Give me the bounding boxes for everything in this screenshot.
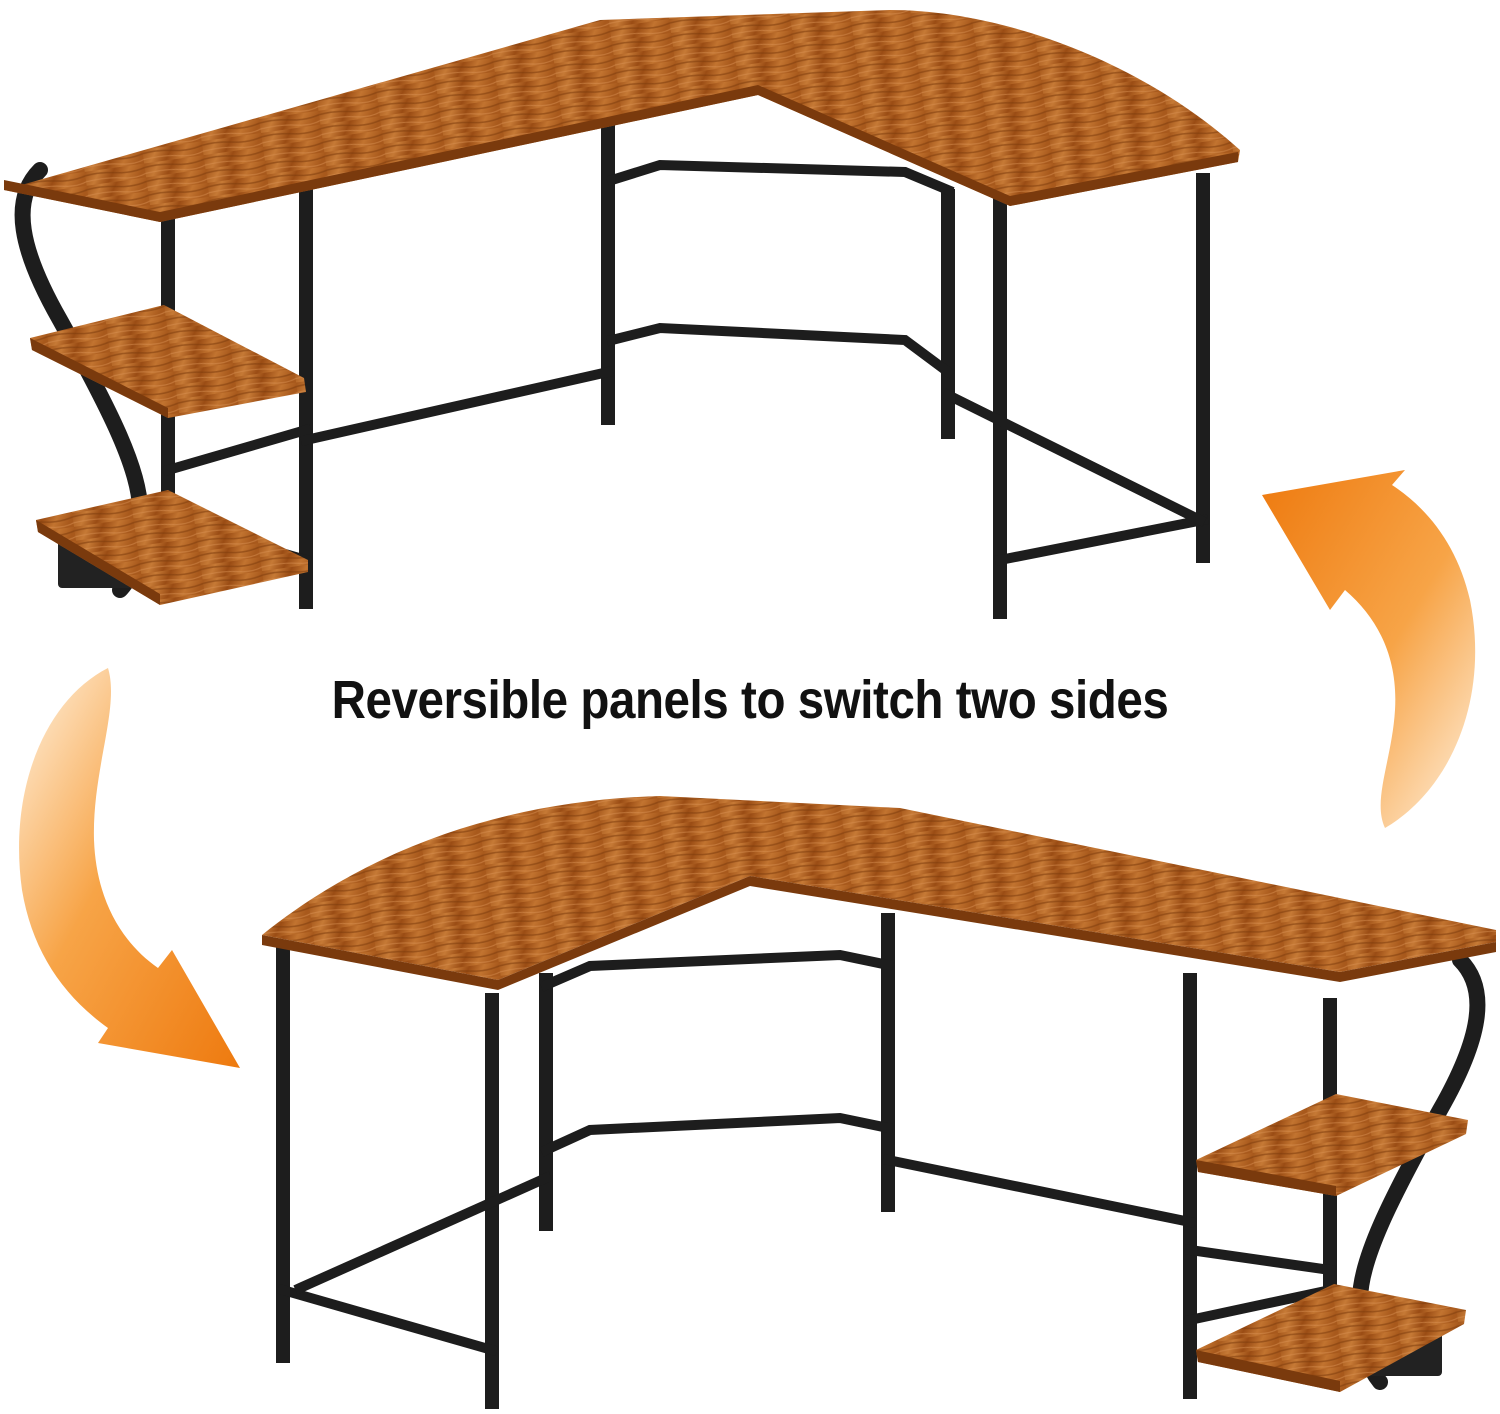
curved-arrow-up-icon [1262, 470, 1476, 828]
shelf-lower [36, 490, 308, 605]
curved-arrow-down-icon [19, 668, 240, 1068]
desk-top-configuration [4, 10, 1240, 619]
shelf-upper [30, 305, 306, 418]
shelf-upper-right [1196, 1094, 1468, 1196]
desktop-surface-right [262, 796, 1496, 980]
headline-caption: Reversible panels to switch two sides [331, 670, 1169, 730]
desk-bottom-configuration [262, 796, 1496, 1409]
